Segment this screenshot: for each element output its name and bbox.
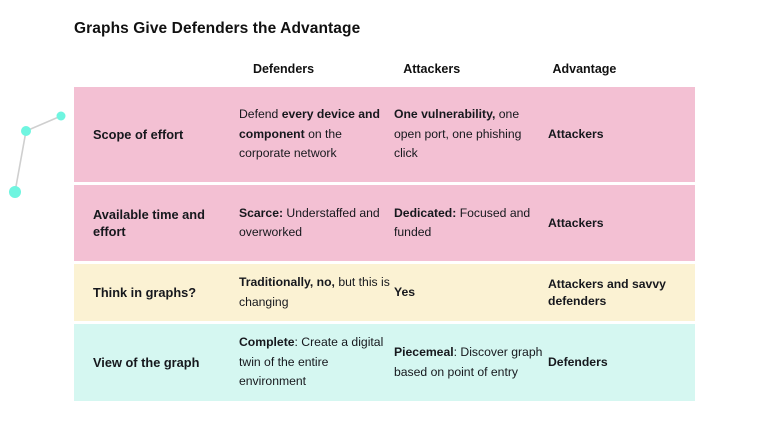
cell-defenders: Traditionally, no, but this is changing — [239, 273, 394, 312]
text-strong: Dedicated: — [394, 205, 457, 220]
text-tail: one open port, one phishing click — [394, 107, 522, 161]
text-strong: Piecemeal — [394, 345, 454, 359]
cell-advantage: Attackers and savvy defenders — [548, 276, 666, 308]
table-header-row: Defenders Attackers Advantage — [74, 58, 695, 87]
cell-advantage: Attackers — [548, 127, 604, 141]
cell-advantage: Attackers — [548, 215, 604, 230]
page-title: Graphs Give Defenders the Advantage — [74, 20, 361, 37]
text-strong: Scarce: — [239, 205, 284, 220]
header-row-label — [74, 58, 253, 62]
header-advantage: Advantage — [552, 62, 617, 76]
text-strong: every device and component — [239, 107, 380, 141]
cell-defenders: Scarce: Understaffed and overworked — [239, 204, 394, 243]
text-strong: Complete — [239, 335, 295, 350]
graph-edge-2 — [14, 130, 27, 193]
text-tail: but this is changing — [239, 275, 390, 309]
text-tail: : Create a digital twin of the entire en… — [239, 335, 384, 389]
row-label: Think in graphs? — [93, 285, 197, 300]
graph-node-1 — [56, 111, 66, 121]
cell-attackers: Piecemeal: Discover graph based on point… — [394, 343, 548, 382]
cell-attackers: Dedicated: Focused and funded — [394, 204, 548, 243]
row-label: Scope of effort — [93, 127, 184, 142]
text-tail: Understaffed and overworked — [239, 205, 380, 240]
header-attackers: Attackers — [403, 62, 461, 76]
table-row: Think in graphs? Traditionally, no, but … — [74, 264, 695, 321]
cell-attackers: One vulnerability, one open port, one ph… — [394, 105, 548, 164]
row-label: View of the graph — [93, 355, 200, 370]
table-row: View of the graph Complete: Create a dig… — [74, 324, 695, 401]
table-row: Scope of effort Defend every device and … — [74, 87, 695, 182]
text-strong: Yes — [394, 285, 416, 299]
cell-defenders: Defend every device and component on the… — [239, 105, 394, 164]
text-tail: on the corporate network — [239, 126, 342, 161]
cell-attackers: Yes — [394, 284, 548, 301]
text-strong: One vulnerability, — [394, 107, 496, 122]
row-label: Available time and effort — [93, 207, 205, 239]
table-row: Available time and effort Scarce: Unders… — [74, 185, 695, 261]
graph-edge-1 — [25, 115, 62, 132]
node-graph-svg — [9, 111, 66, 198]
comparison-table: Defenders Attackers Advantage Scope of e… — [74, 58, 695, 404]
node-graph-decoration — [0, 100, 80, 210]
text-tail: Focused and funded — [394, 205, 531, 240]
cell-defenders: Complete: Create a digital twin of the e… — [239, 333, 394, 392]
graph-node-3 — [9, 186, 21, 198]
text-strong: Traditionally, no, — [239, 275, 335, 289]
header-defenders: Defenders — [252, 62, 315, 76]
cell-advantage: Defenders — [548, 355, 608, 369]
graph-node-2 — [21, 126, 31, 136]
text-lead: Defend — [239, 107, 282, 122]
text-tail: : Discover graph based on point of entry — [394, 345, 543, 379]
